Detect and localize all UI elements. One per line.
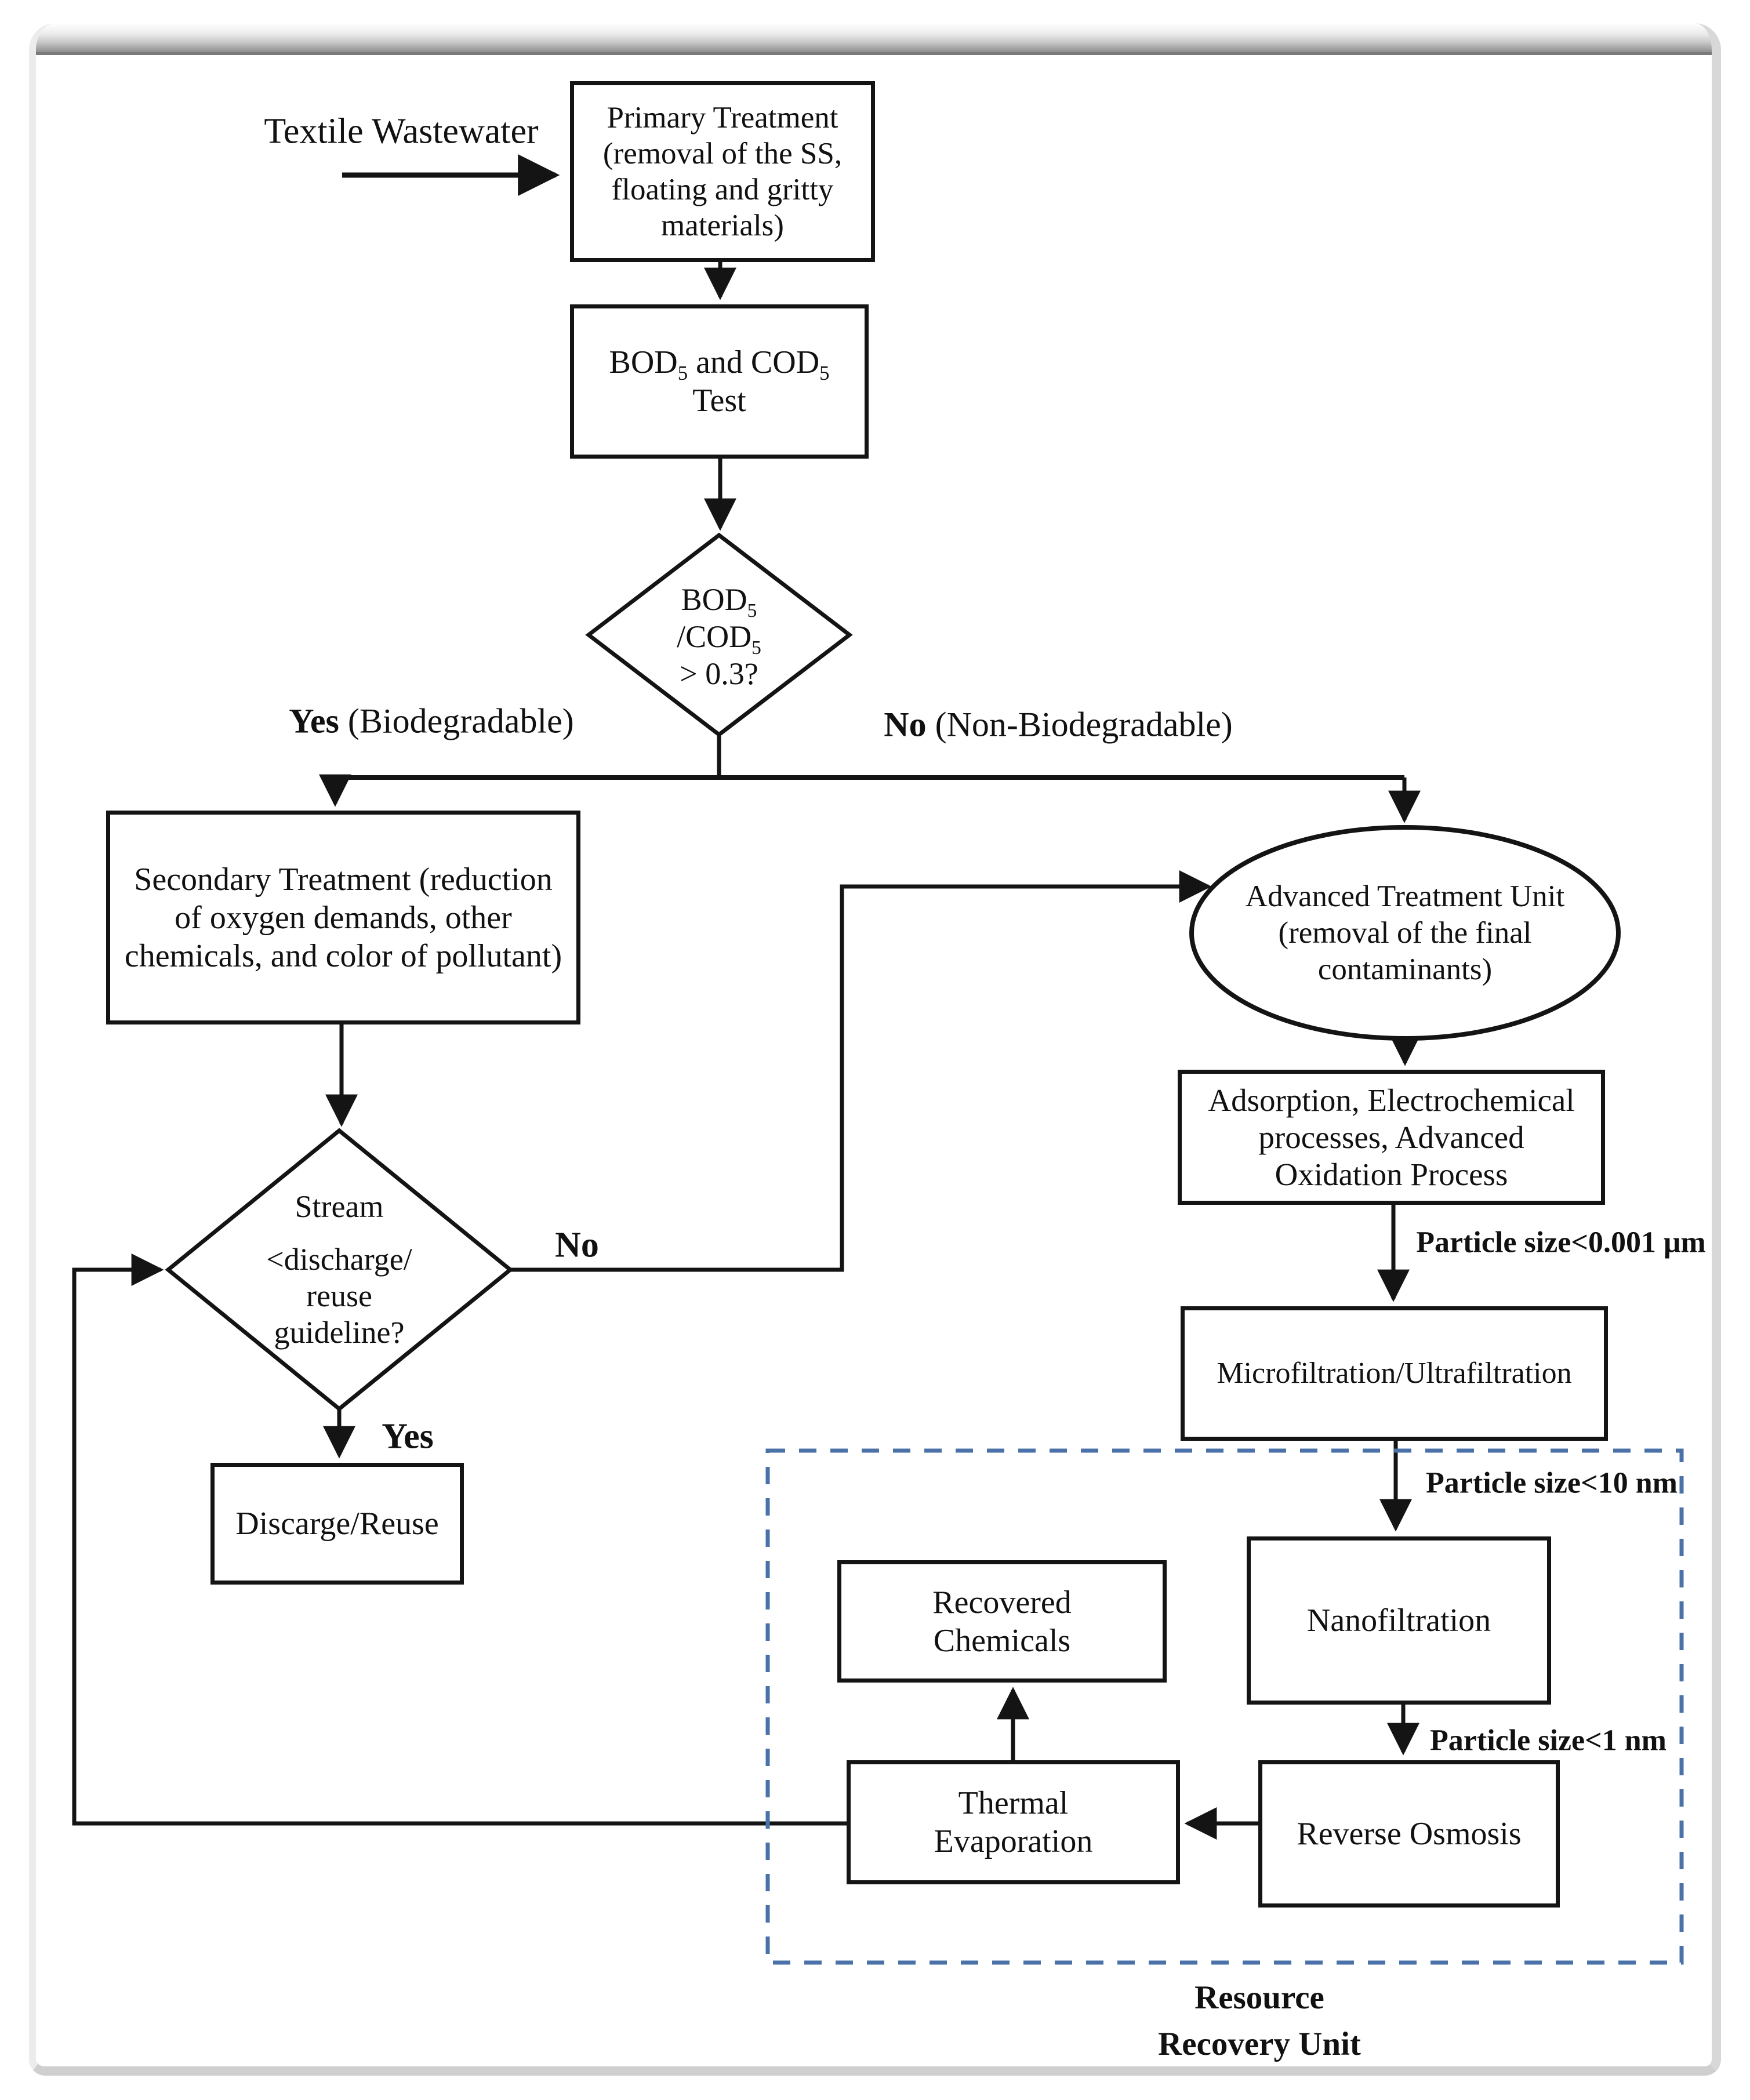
nanofiltration-box: Nanofiltration bbox=[1247, 1536, 1551, 1705]
frame-top-bar bbox=[36, 23, 1712, 55]
particle-size-10nm-label: Particle size<10 nm bbox=[1426, 1466, 1678, 1500]
stream-yes-label: Yes bbox=[382, 1416, 434, 1456]
bod-cod-test-line2: Test bbox=[692, 383, 746, 419]
no-non-biodegradable-label: No (Non-Biodegradable) bbox=[884, 705, 1233, 744]
secondary-treatment-box: Secondary Treatment (reduction of oxygen… bbox=[106, 811, 580, 1024]
primary-treatment-label: Primary Treatment (removal of the SS, fl… bbox=[602, 101, 843, 242]
yes-biodegradable-label: Yes (Biodegradable) bbox=[289, 702, 574, 740]
adsorption-box: Adsorption, Electrochemical processes, A… bbox=[1178, 1070, 1605, 1205]
resource-recovery-boundary bbox=[765, 1448, 1684, 1965]
reverse-osmosis-label: Reverse Osmosis bbox=[1297, 1816, 1522, 1852]
secondary-treatment-label: Secondary Treatment (reduction of oxygen… bbox=[124, 861, 562, 974]
biodegradability-decision-text: BOD5 /COD5 > 0.3? bbox=[677, 582, 761, 691]
recovered-chemicals-label: Recovered Chemicals bbox=[932, 1584, 1072, 1659]
microfiltration-label: Microfiltration/Ultrafiltration bbox=[1217, 1357, 1572, 1390]
discharge-reuse-label: Discarge/Reuse bbox=[235, 1506, 439, 1542]
reverse-osmosis-box: Reverse Osmosis bbox=[1258, 1760, 1560, 1908]
figure-frame bbox=[29, 23, 1721, 2076]
recovered-chemicals-box: Recovered Chemicals bbox=[837, 1560, 1167, 1683]
stream-decision-text: Stream <discharge/ reuse guideline? bbox=[266, 1189, 412, 1350]
bod-cod-test-box: BOD5 and COD5 Test bbox=[570, 304, 869, 459]
microfiltration-box: Microfiltration/Ultrafiltration bbox=[1181, 1306, 1608, 1441]
resource-recovery-unit-label: Resource Recovery Unit bbox=[1158, 1979, 1361, 2062]
thermal-evaporation-label: Thermal Evaporation bbox=[934, 1785, 1093, 1859]
textile-wastewater-label: Textile Wastewater bbox=[264, 111, 539, 151]
particle-size-1nm-label: Particle size<1 nm bbox=[1430, 1724, 1667, 1757]
advanced-treatment-text: Advanced Treatment Unit (removal of the … bbox=[1245, 879, 1565, 986]
arrow-stream-no-to-advanced bbox=[510, 870, 1212, 1272]
discharge-reuse-box: Discarge/Reuse bbox=[210, 1463, 464, 1585]
biodegradability-decision-shape bbox=[585, 532, 853, 737]
particle-size-0001um-label: Particle size<0.001 μm bbox=[1416, 1226, 1706, 1259]
thermal-evaporation-box: Thermal Evaporation bbox=[847, 1760, 1180, 1884]
arrow-thermal-feedback-to-stream bbox=[72, 1254, 847, 1826]
stream-decision-shape bbox=[165, 1128, 514, 1412]
stream-no-label: No bbox=[555, 1225, 599, 1265]
advanced-treatment-shape bbox=[1189, 825, 1621, 1041]
adsorption-label: Adsorption, Electrochemical processes, A… bbox=[1208, 1082, 1575, 1192]
bod-cod-test-line1: BOD5 and COD5 bbox=[609, 344, 830, 385]
primary-treatment-box: Primary Treatment (removal of the SS, fl… bbox=[570, 81, 875, 262]
nanofiltration-label: Nanofiltration bbox=[1306, 1603, 1491, 1638]
